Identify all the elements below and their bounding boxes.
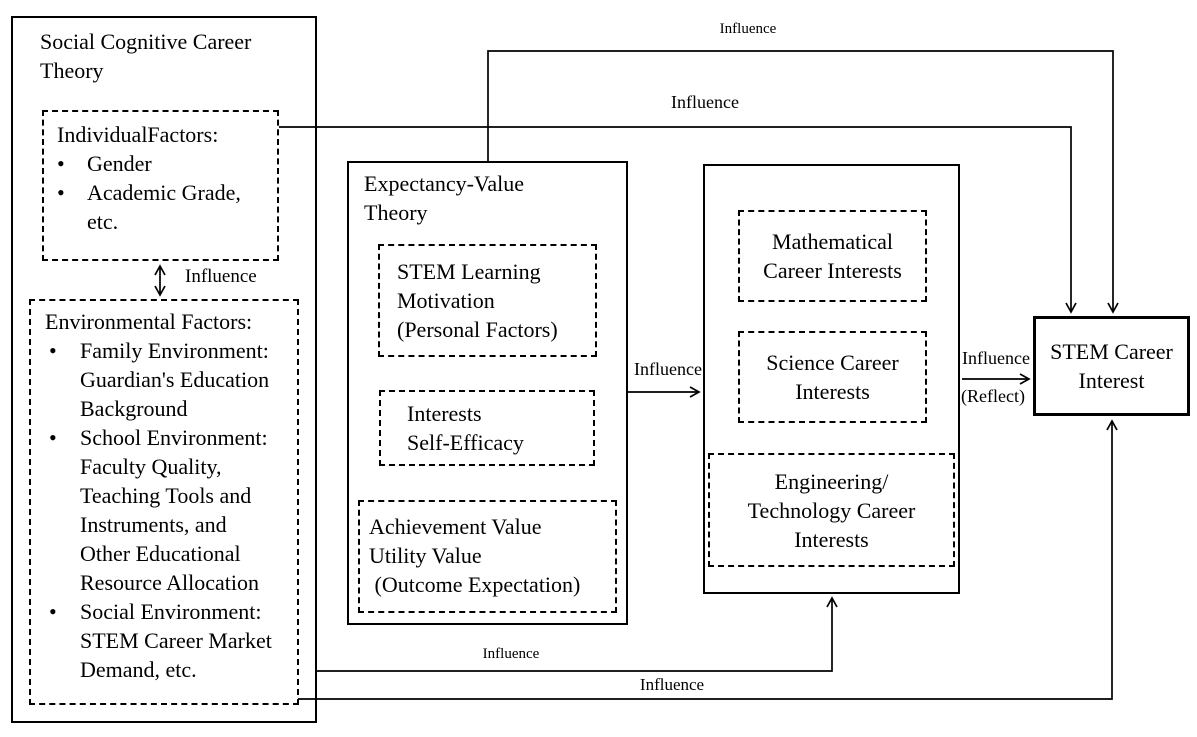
engineering-technology-career-interests-text: Engineering/ Technology Career Interests	[747, 468, 916, 552]
label-influence-career-to-outcome: Influence	[962, 348, 1030, 368]
individual-factors-item-gender: • Gender	[57, 149, 273, 178]
achievement-utility-value-text: Achievement Value Utility Value (Outcome…	[369, 514, 581, 597]
stem-learning-motivation-box: STEM Learning Motivation (Personal Facto…	[378, 244, 597, 357]
achievement-utility-value-box: Achievement Value Utility Value (Outcome…	[358, 500, 617, 613]
scct-outer-box	[11, 16, 317, 723]
interests-self-efficacy-text: Interests Self-Efficacy	[407, 401, 524, 455]
stem-career-interest-box: STEM Career Interest	[1033, 316, 1190, 416]
label-influence-evt-top: Influence	[719, 21, 777, 37]
label-influence-env-to-career: Influence	[482, 646, 540, 662]
label-influence-individual-environmental: Influence	[185, 266, 257, 287]
stem-career-interest-text: STEM Career Interest	[1050, 339, 1173, 393]
individual-factors-item-grade: • Academic Grade, etc.	[57, 178, 273, 236]
environmental-item-social: • Social Environment: STEM Career Market…	[45, 597, 295, 684]
mathematical-career-interests-text: Mathematical Career Interests	[763, 229, 902, 283]
bullet-icon: •	[57, 151, 65, 176]
stem-learning-motivation-text: STEM Learning Motivation (Personal Facto…	[397, 259, 558, 342]
individual-factors-heading: IndividualFactors:	[57, 122, 219, 147]
environmental-item-text: School Environment: Faculty Quality, Tea…	[80, 425, 268, 595]
label-influence-env-to-outcome: Influence	[639, 675, 705, 694]
bullet-icon: •	[49, 338, 57, 363]
environmental-item-family: • Family Environment: Guardian's Educati…	[45, 336, 295, 423]
label-influence-evt-to-career: Influence	[634, 359, 702, 379]
label-influence-individual-to-outcome: Influence	[671, 92, 739, 112]
bullet-icon: •	[49, 425, 57, 450]
engineering-technology-career-interests-box: Engineering/ Technology Career Interests	[708, 453, 955, 567]
science-career-interests-text: Science Career Interests	[766, 350, 899, 404]
bullet-icon: •	[49, 599, 57, 624]
evt-title: Expectancy-Value Theory	[364, 171, 525, 225]
environmental-item-text: Social Environment: STEM Career Market D…	[80, 599, 272, 682]
science-career-interests-box: Science Career Interests	[738, 331, 927, 423]
interests-self-efficacy-box: Interests Self-Efficacy	[379, 390, 595, 466]
environmental-factors-box: Environmental Factors: • Family Environm…	[29, 299, 299, 705]
scct-title: Social Cognitive Career Theory	[40, 29, 252, 83]
individual-item-text: Gender	[87, 151, 152, 176]
environmental-item-school: • School Environment: Faculty Quality, T…	[45, 423, 295, 597]
environmental-factors-heading: Environmental Factors:	[45, 309, 253, 334]
individual-factors-box: IndividualFactors: • Gender • Academic G…	[42, 110, 279, 261]
bullet-icon: •	[57, 180, 65, 205]
mathematical-career-interests-box: Mathematical Career Interests	[738, 210, 927, 302]
environmental-item-text: Family Environment: Guardian's Education…	[80, 338, 270, 421]
label-reflect-career-to-outcome: (Reflect)	[961, 386, 1025, 406]
individual-item-text: Academic Grade, etc.	[87, 180, 241, 234]
